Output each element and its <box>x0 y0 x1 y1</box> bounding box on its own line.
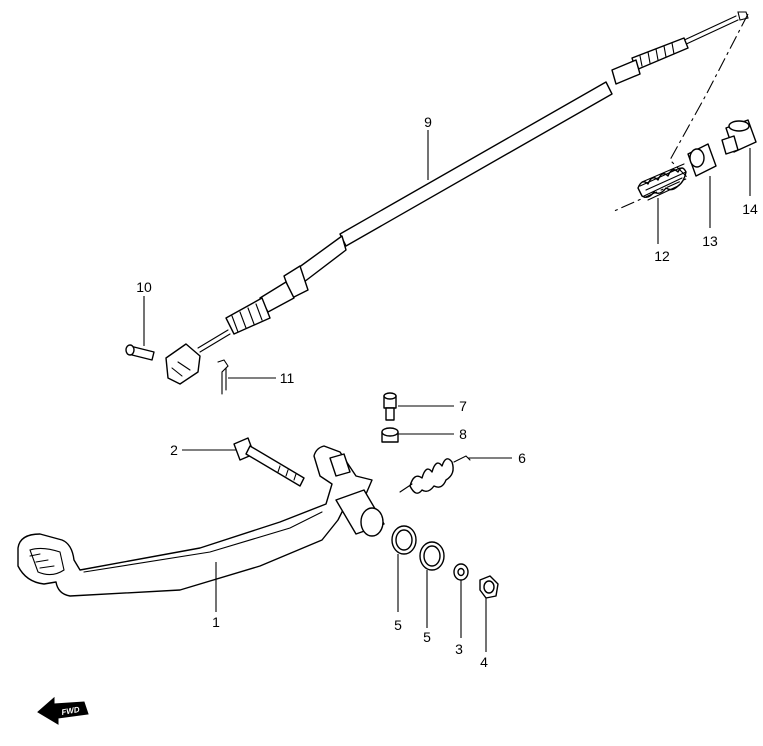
fwd-label: FWD <box>61 705 81 717</box>
callout-4: 4 <box>480 654 488 670</box>
adjuster-nut <box>721 119 757 155</box>
bolt-small <box>383 392 397 421</box>
leader-lines <box>143 130 751 652</box>
clevis-pin <box>125 344 155 361</box>
callout-1: 1 <box>212 614 220 630</box>
callout-3: 3 <box>455 641 463 657</box>
adjuster-collar <box>687 143 717 177</box>
washer-small <box>453 563 469 581</box>
callout-13: 13 <box>702 233 718 249</box>
callout-11: 11 <box>280 370 295 386</box>
washer-b <box>419 541 445 571</box>
callout-5b: 5 <box>423 629 431 645</box>
callout-2: 2 <box>170 442 178 458</box>
callout-10: 10 <box>136 279 152 295</box>
return-spring <box>399 455 471 494</box>
cotter-pin <box>217 359 229 395</box>
brake-pedal <box>17 445 385 597</box>
callout-6: 6 <box>518 450 526 466</box>
callout-7: 7 <box>459 398 467 414</box>
washer-a <box>391 525 417 555</box>
fwd-arrow-icon: FWD <box>37 696 89 725</box>
callout-12: 12 <box>654 248 670 264</box>
pivot-bolt <box>233 437 305 487</box>
reference-line <box>611 13 749 213</box>
small-spring <box>637 163 687 201</box>
callout-5a: 5 <box>394 617 402 633</box>
callout-14: 14 <box>742 201 758 217</box>
nut-pivot <box>479 575 499 599</box>
callout-8: 8 <box>459 426 467 442</box>
brake-cable <box>165 11 749 385</box>
nut-small <box>381 427 399 443</box>
callout-9: 9 <box>424 114 432 130</box>
